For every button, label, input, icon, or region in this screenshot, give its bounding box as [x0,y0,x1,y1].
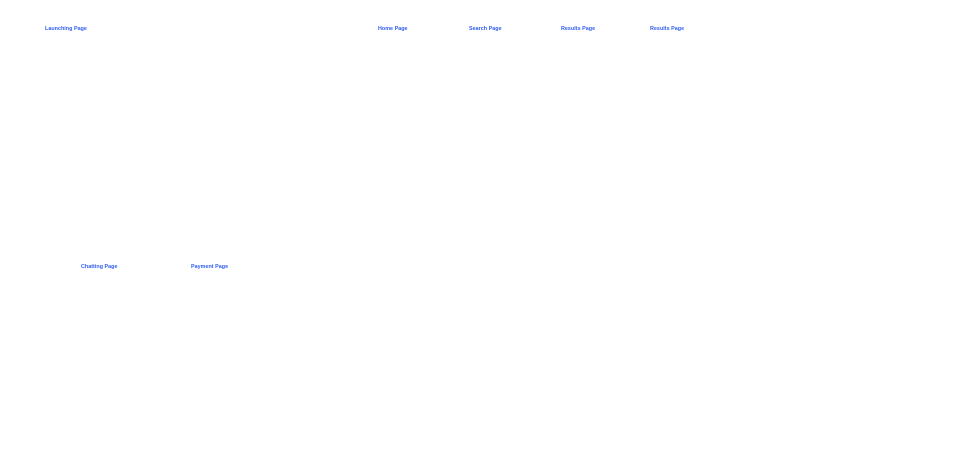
search-page-label: Search Page [469,26,502,32]
results-page-label: Results Page [561,26,596,32]
payment-page-label: Payment Page [191,264,229,270]
results-page-label-2: Results Page [650,26,685,32]
home-page-label: Home Page [378,26,408,32]
chatting-page-label: Chatting Page [81,264,118,270]
launching-page-label: Launching Page [45,26,87,32]
